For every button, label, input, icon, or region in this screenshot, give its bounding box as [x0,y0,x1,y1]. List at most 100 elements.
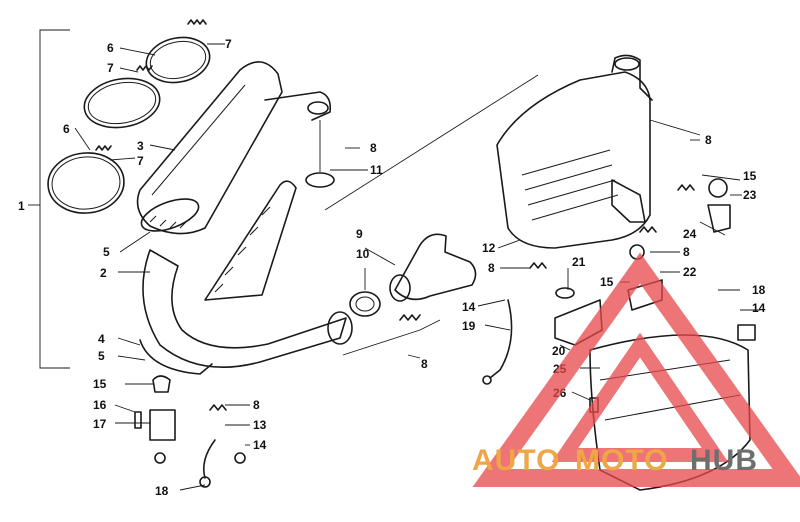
callout-8b: 8 [421,357,428,371]
manifold-seal-10-inner [355,296,375,312]
rubber-mount-15-right [708,178,728,198]
y-manifold [349,233,477,321]
clip-18-lower [199,476,211,488]
callout-21: 21 [572,255,586,269]
callout-15a: 15 [93,377,107,391]
callout-15c: 15 [743,169,757,183]
rubber-mount-15-left [152,375,171,393]
airbox-neck [611,54,653,101]
callout-18b: 18 [752,283,766,297]
ring-clamp-top-inner [149,40,207,80]
callout-14c: 14 [752,301,766,315]
spring-7-top [187,19,207,25]
spring-rings-group [47,19,211,214]
ring-clamp-top [145,36,211,84]
spring-8-lower [209,404,227,411]
watermark-text-hub: HUB [690,444,758,477]
callout-18a: 18 [155,484,169,498]
outlet-pipe-end [307,101,329,115]
heat-shield-plate [204,180,297,301]
ref-line-right [649,119,701,136]
callout-24: 24 [683,227,697,241]
ref-line-top [324,74,539,211]
muffler-seam [151,84,246,196]
callout-23: 23 [743,188,757,202]
wire-19 [489,299,513,379]
airbox-bracket [611,179,646,223]
callout-6b: 6 [63,122,70,136]
callout-19: 19 [462,319,476,333]
nut-18-lower [154,452,166,464]
left-hardware [134,375,246,488]
clip-18-right [737,324,756,341]
ring-clamp-low-inner [51,156,121,210]
bolt-17 [134,411,142,429]
airbox-inlet [614,57,640,71]
ref-line-mid [342,319,441,356]
callout-14a: 14 [253,438,267,452]
pipe-clamp-5 [139,339,213,375]
muffler-body [136,61,283,235]
callout-14b: 14 [462,300,476,314]
strap-13 [202,439,216,479]
callout-11: 11 [370,163,383,177]
watermark-logo [472,252,800,487]
callout-labels: 1 2 3 4 5 5 6 6 7 7 7 8 8 8 8 8 8 9 10 1… [18,37,766,498]
watermark-text-moto: MOTO [575,444,668,477]
ring-clamp-mid-inner [87,81,157,125]
muffler-inlet [140,198,200,232]
spring-8-bracket [529,262,547,269]
assembly-bracket [39,29,70,369]
watermark-text: AUTO MOTO HUB [472,444,758,477]
callout-10: 10 [356,247,370,261]
callout-22: 22 [683,265,697,279]
airbox-shell [496,71,651,249]
callout-16: 16 [93,398,107,412]
callout-4: 4 [98,332,105,346]
callout-8f: 8 [683,245,690,259]
manifold-seal-10 [349,291,381,317]
callout-1: 1 [18,199,25,213]
callout-7b: 7 [107,61,114,75]
callout-8c: 8 [253,398,260,412]
callout-5a: 5 [103,245,110,259]
spring-8-manifold [399,314,421,321]
pipe-main-bend [142,249,347,368]
callout-12: 12 [482,241,496,255]
bracket-16 [149,409,176,441]
muffler-heatshield-vents [149,215,187,229]
washer-21 [555,287,575,299]
wire-terminal [482,375,492,385]
callout-6a: 6 [107,41,114,55]
manifold-body [394,233,477,301]
callout-20: 20 [552,344,566,358]
ring-clamp-low [47,152,125,214]
callout-9: 9 [356,227,363,241]
nut-14-lower [234,452,246,464]
callout-15b: 15 [600,275,614,289]
outlet-pipe [264,91,332,121]
spring-7-mid [136,65,153,71]
spring-8-right-low [639,226,657,233]
callout-7a: 7 [225,37,232,51]
pipe-flange [327,311,353,345]
bracket-23 [707,204,731,233]
callout-2: 2 [100,266,107,280]
watermark-text-auto: AUTO [472,444,560,477]
exhaust-pipe [139,180,353,375]
heat-shield-holes [214,206,271,293]
manifold-outlet [389,274,411,302]
spring-8-right [677,184,695,191]
callout-5b: 5 [98,349,105,363]
ring-clamp-mid [83,77,161,129]
watermark-triangle-outer [472,252,800,487]
grommet-11 [305,172,335,188]
callout-8d: 8 [488,261,495,275]
muffler [136,61,335,235]
watermark-triangle-inner [551,332,729,462]
spring-7-low [95,145,112,151]
callout-17: 17 [93,417,107,431]
callout-8e: 8 [705,133,712,147]
leader-lines [74,43,760,491]
